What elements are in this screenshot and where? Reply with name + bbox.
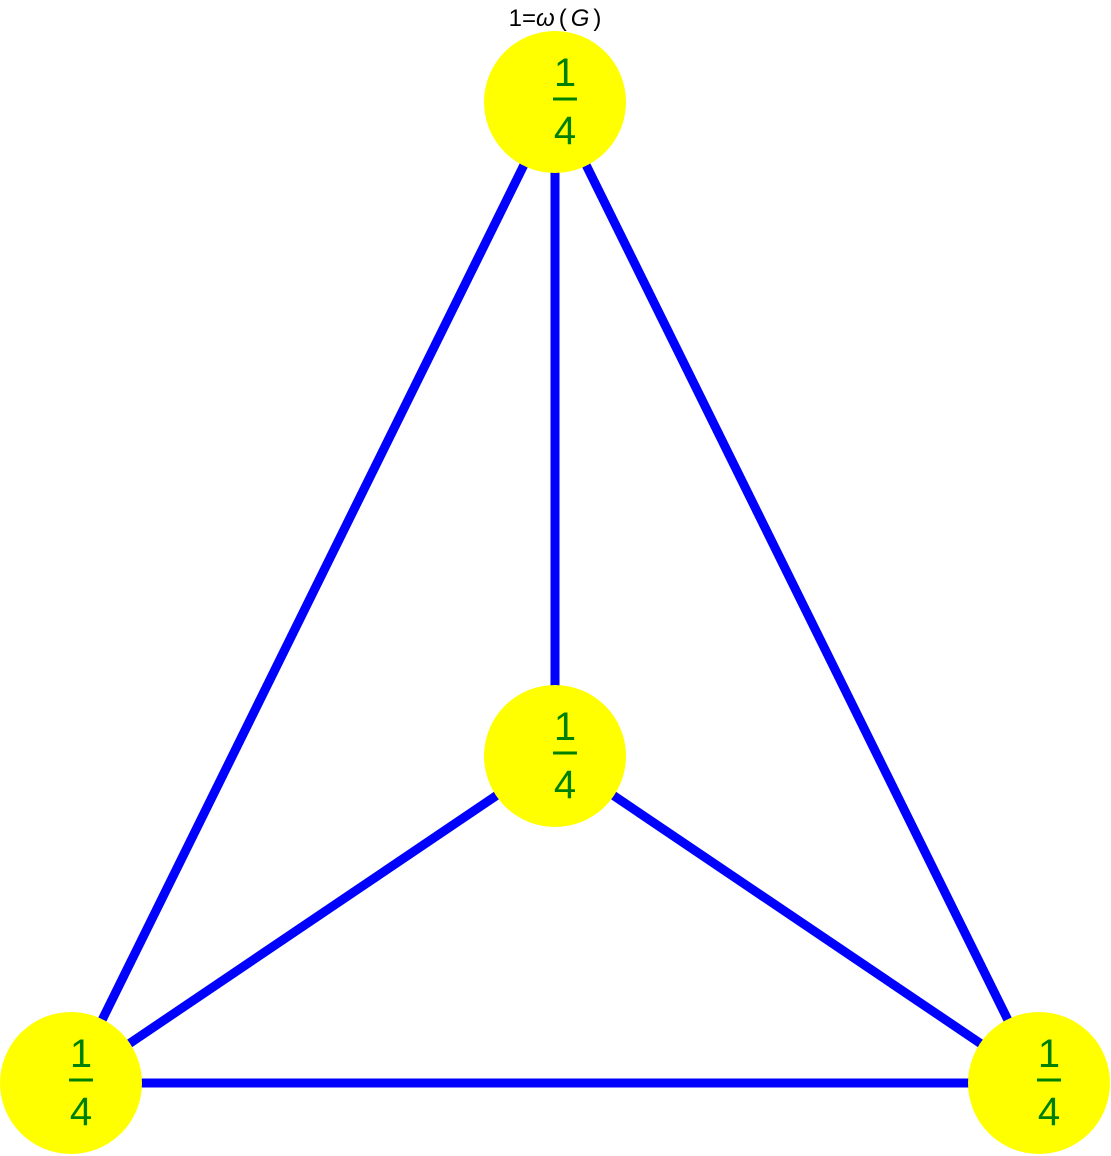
- node-top: 14: [484, 31, 626, 173]
- caption-open-paren: (: [559, 5, 567, 32]
- caption-equals: =: [522, 5, 536, 32]
- node-weight-numerator: 1: [70, 1032, 92, 1076]
- caption-omega: ω: [536, 5, 555, 32]
- node-weight-numerator: 1: [554, 705, 576, 749]
- node-bottom-left: 14: [0, 1012, 142, 1154]
- node-weight-denominator: 4: [1038, 1090, 1060, 1134]
- edge-center-bottom-left: [68, 752, 558, 1087]
- node-weight-denominator: 4: [554, 763, 576, 807]
- node-weight-denominator: 4: [554, 109, 576, 153]
- node-bottom-right: 14: [968, 1012, 1110, 1154]
- caption-lhs: 1: [509, 5, 522, 32]
- node-weight-numerator: 1: [554, 51, 576, 95]
- node-circle: [484, 31, 626, 173]
- graph-caption: 1=ω(G): [509, 5, 602, 32]
- node-circle: [484, 685, 626, 827]
- node-weight-numerator: 1: [1038, 1032, 1060, 1076]
- node-circle: [0, 1012, 142, 1154]
- node-weight-denominator: 4: [70, 1090, 92, 1134]
- node-center: 14: [484, 685, 626, 827]
- edge-top-bottom-right: [550, 100, 1044, 1085]
- edges-layer: [66, 100, 1044, 1088]
- caption-close-paren: ): [593, 5, 601, 32]
- node-circle: [968, 1012, 1110, 1154]
- caption-graph-symbol: G: [571, 5, 590, 32]
- edge-top-bottom-left: [66, 100, 560, 1085]
- edge-center-bottom-right: [552, 752, 1042, 1087]
